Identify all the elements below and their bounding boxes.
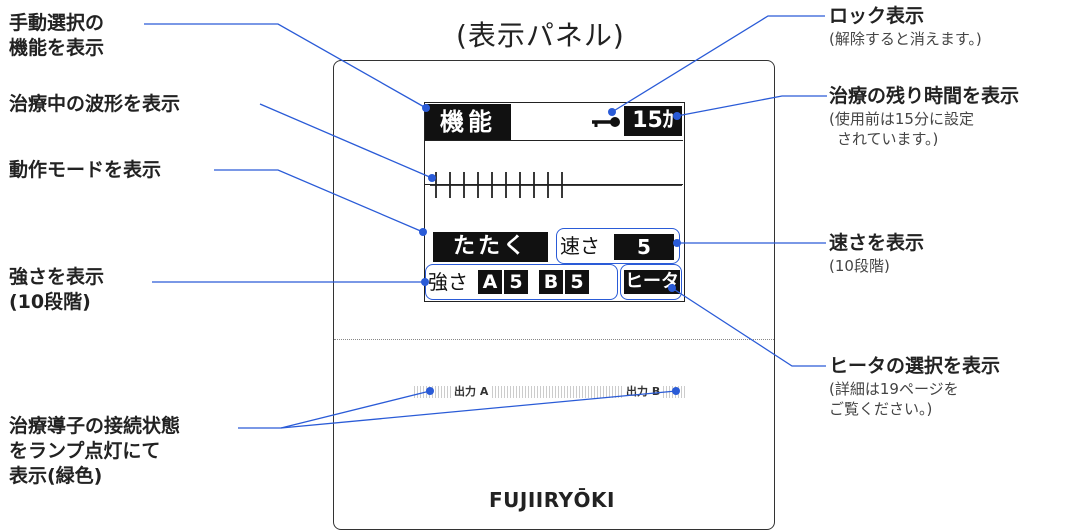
operation-mode: たたく	[433, 232, 548, 262]
speed-value: 5	[614, 234, 674, 260]
brand-logo: FUJIIRYŌKI	[489, 488, 615, 512]
heater-highlight	[620, 264, 682, 300]
remaining-time-callout: 治療の残り時間を表示 (使用前は15分に設定 されています。)	[829, 85, 1020, 148]
mode-label: 動作モードを表示	[9, 159, 162, 181]
heater-callout: ヒータの選択を表示 (詳細は19ページを ご覧ください。)	[829, 355, 1001, 418]
callout-lines	[144, 15, 827, 429]
speed-label: 速さ	[560, 234, 600, 258]
function-indicator: 機能	[425, 104, 511, 140]
panel-title: (表示パネル)	[456, 19, 625, 52]
connection-status-label: 治療導子の接続状態をランプ点灯にて表示(緑色)	[9, 415, 181, 487]
waveform-graphic	[430, 172, 682, 198]
strength-a-letter: A	[478, 270, 502, 294]
strength-b-letter: B	[539, 270, 563, 294]
panel-divider	[334, 339, 774, 340]
waveform-label: 治療中の波形を表示	[9, 93, 181, 115]
strength-a-value: 5	[504, 270, 528, 294]
manual-function-label: 手動選択の機能を表示	[9, 12, 105, 59]
lcd-graphics	[430, 117, 682, 198]
heater-indicator: ヒータ	[624, 270, 680, 294]
strength-callout: 強さを表示(10段階)	[9, 266, 105, 313]
lock-icon	[592, 117, 620, 127]
remaining-time: 15ｶ	[624, 106, 682, 136]
lock-callout: ロック表示 (解除すると消えます。)	[829, 5, 982, 48]
speed-callout: 速さを表示 (10段階)	[829, 232, 925, 275]
lcd-separator	[425, 140, 683, 141]
output-a-label: 出力 A	[452, 385, 491, 398]
strength-b-value: 5	[565, 270, 589, 294]
strength-label: 強さ	[428, 270, 468, 294]
